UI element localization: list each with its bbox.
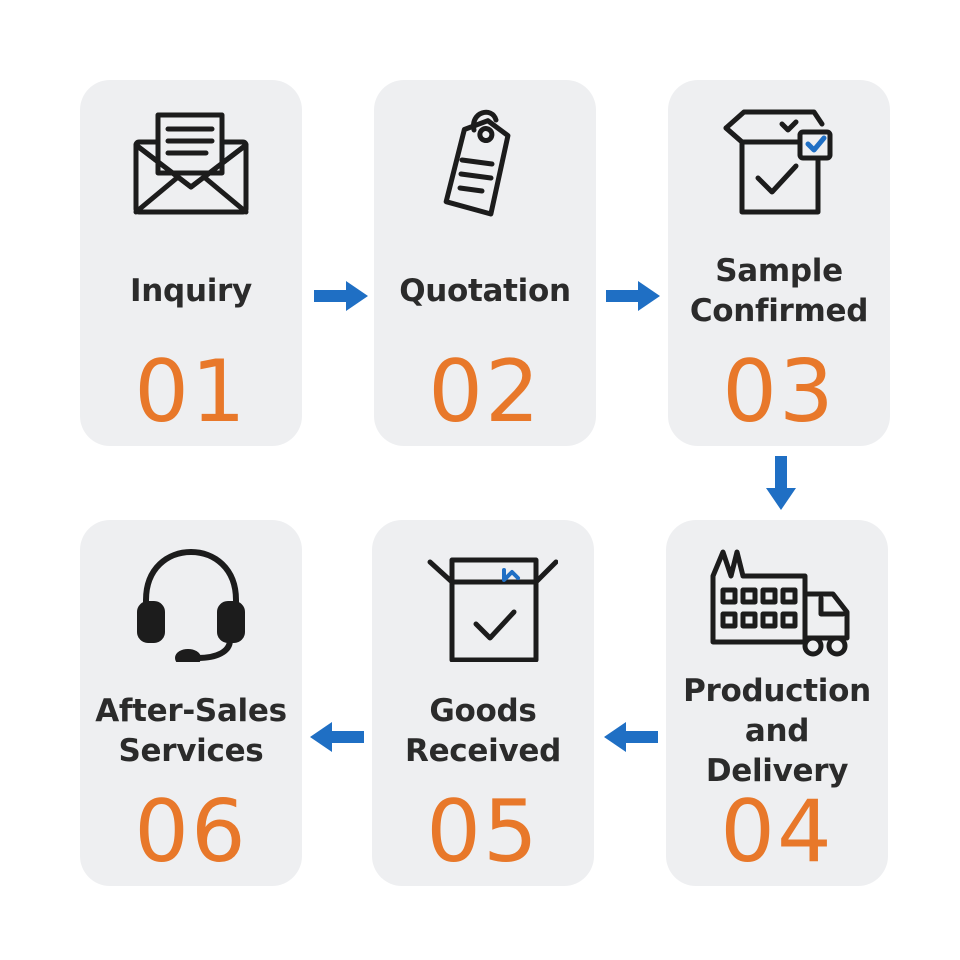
arrow-right-icon (314, 279, 370, 313)
arrow-left-icon (308, 720, 364, 754)
box-check-icon (668, 102, 890, 222)
step-number: 02 (428, 342, 542, 442)
step-card-goods-received: Goods Received 05 (372, 520, 594, 886)
step-label: Goods Received (405, 693, 561, 769)
arrow-left-icon (602, 720, 658, 754)
step-card-quotation: Quotation 02 (374, 80, 596, 446)
step-number: 06 (134, 782, 248, 882)
step-card-inquiry: Inquiry 01 (80, 80, 302, 446)
step-number: 05 (426, 782, 540, 882)
price-tag-icon (374, 102, 596, 222)
step-label: Inquiry (130, 273, 252, 309)
step-card-production-delivery: Production and Delivery 04 (666, 520, 888, 886)
factory-truck-icon (666, 542, 888, 662)
arrow-down-icon (764, 456, 798, 512)
step-label: After-Sales Services (95, 693, 287, 769)
envelope-icon (80, 102, 302, 222)
arrow-right-icon (606, 279, 662, 313)
step-number: 01 (134, 342, 248, 442)
step-number: 04 (720, 782, 834, 882)
step-label: Sample Confirmed (689, 253, 869, 329)
step-label: Production and Delivery (683, 673, 871, 789)
step-card-after-sales: After-Sales Services 06 (80, 520, 302, 886)
step-label: Quotation (399, 273, 571, 309)
headset-icon (80, 542, 302, 662)
open-box-check-icon (372, 542, 594, 662)
step-card-sample-confirmed: Sample Confirmed 03 (668, 80, 890, 446)
step-number: 03 (722, 342, 836, 442)
